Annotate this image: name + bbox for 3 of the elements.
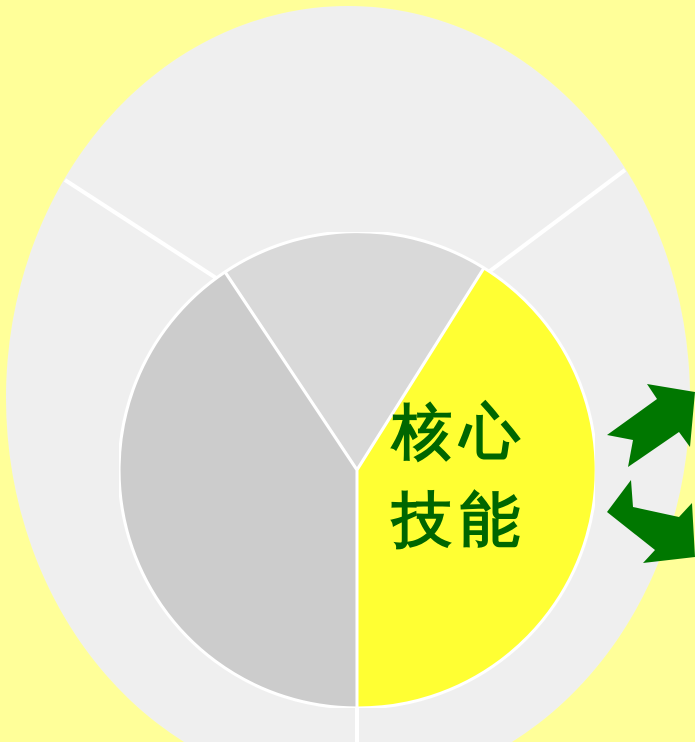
arrow bbox=[607, 480, 695, 563]
segment-label: 核心技能 bbox=[392, 396, 529, 557]
arrow bbox=[607, 384, 695, 467]
